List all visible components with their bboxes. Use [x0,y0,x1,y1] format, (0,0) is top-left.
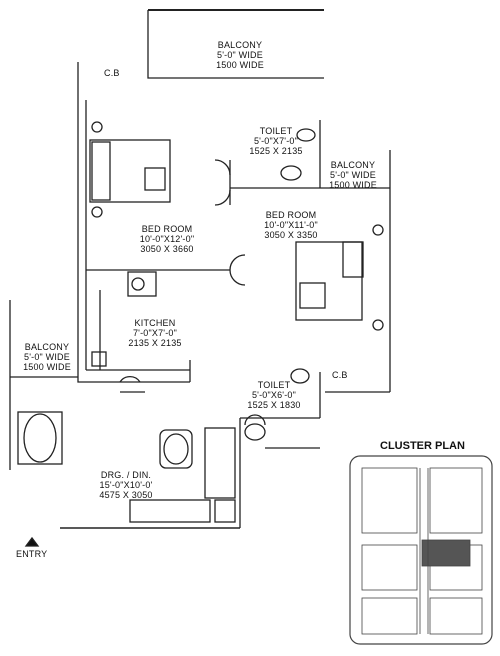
toilet-2-label: TOILET 5'-0"X6'-0" 1525 X 1830 [238,380,310,410]
balcony-right-label: BALCONY 5'-0" WIDE 1500 WIDE [318,160,388,190]
room-dim-metric: 3050 X 3660 [140,244,194,254]
room-dim-imperial: 5'-0" WIDE [330,170,376,180]
room-dim-metric: 1500 WIDE [329,180,377,190]
cluster-plan-key [349,455,493,645]
drawing-dining-label: DRG. / DIN. 15'-0"X10'-0' 4575 X 3050 [86,470,166,500]
balcony-top-outline [147,10,324,79]
room-dim-imperial: 10'-0"X11'-0" [264,220,318,230]
bedroom-1-label: BED ROOM 10'-0"X12'-0" 3050 X 3660 [126,224,208,254]
cb-top-label: C.B [104,68,120,78]
balcony-left-label: BALCONY 5'-0" WIDE 1500 WIDE [16,342,78,372]
room-name: BED ROOM [141,224,193,234]
cb-right-label: C.B [332,370,348,380]
room-dim-imperial: 15'-0"X10'-0' [99,480,153,490]
room-dim-imperial: 5'-0" WIDE [217,50,263,60]
bedroom-2-label: BED ROOM 10'-0"X11'-0" 3050 X 3350 [250,210,332,240]
toilet-1-label: TOILET 5'-0"X7'-0" 1525 X 2135 [236,126,316,156]
cluster-plan-title: CLUSTER PLAN [380,440,465,452]
room-dim-metric: 1500 WIDE [216,60,264,70]
room-name: BALCONY [330,160,376,170]
room-name: DRG. / DIN. [100,470,152,480]
room-dim-imperial: 5'-0" WIDE [24,352,70,362]
entry-label: ENTRY [16,549,48,559]
room-name: TOILET [259,126,293,136]
room-dim-metric: 2135 X 2135 [128,338,182,348]
room-dim-metric: 4575 X 3050 [99,490,153,500]
room-dim-imperial: 5'-0"X6'-0" [251,390,297,400]
room-name: KITCHEN [134,318,176,328]
room-dim-imperial: 10'-0"X12'-0" [139,234,195,244]
room-name: BED ROOM [265,210,317,220]
room-dim-metric: 3050 X 3350 [264,230,318,240]
room-dim-metric: 1525 X 1830 [247,400,301,410]
room-dim-metric: 1525 X 2135 [249,146,303,156]
kitchen-label: KITCHEN 7'-0"X7'-0" 2135 X 2135 [120,318,190,348]
room-dim-metric: 1500 WIDE [23,362,71,372]
outer-wall-left [77,62,190,383]
room-name: BALCONY [24,342,70,352]
room-name: BALCONY [217,40,263,50]
balcony-top-label: BALCONY 5'-0" WIDE 1500 WIDE [200,40,280,70]
room-dim-imperial: 5'-0"X7'-0" [253,136,299,146]
room-name: TOILET [257,380,291,390]
room-dim-imperial: 7'-0"X7'-0" [132,328,178,338]
